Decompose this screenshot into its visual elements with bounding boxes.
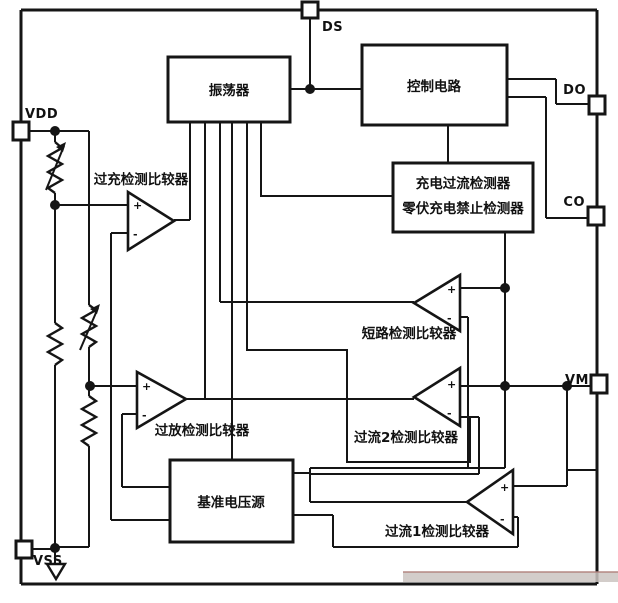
comparator-overcurrent1-label: 过流1检测比较器 [385,523,489,540]
pin-vdd [11,120,31,142]
junction-dot [500,381,510,391]
scan-band [403,572,618,582]
overcurrent2-minus-sign: - [447,407,452,420]
block-charge-detector [391,161,535,234]
pin-vss-label: VSS [33,554,63,569]
comparators: + - 过充检测比较器 + - 过放检测比较器 + - 短路检测比较器 + - … [94,171,515,540]
wire-overcharge-minus [110,232,170,521]
pin-do [587,94,607,116]
junction-dot [50,126,60,136]
pin-vss [14,539,34,560]
pin-ds [300,0,320,20]
overcurrent1-minus-sign: - [500,513,505,526]
comparator-overcurrent2-label: 过流2检测比较器 [354,429,458,446]
resistor-arrowhead-icon [90,304,100,314]
overcharge-plus-sign: + [133,199,142,212]
bus-overcharge-out [174,122,191,221]
ground-icon [44,562,68,582]
pin-co [586,205,606,227]
wire-overdischarge-minus [121,413,170,488]
comparator-overcurrent2 [411,365,462,429]
pin-vm [589,373,609,395]
resistor-arrow [79,307,99,351]
overcurrent2-plus-sign: + [447,378,456,391]
comparator-overcharge [126,189,177,253]
junction-dot [50,543,60,553]
resistor-arrowhead-icon [56,142,66,152]
wire-short-minus [460,316,469,468]
comparator-overcurrent1 [464,467,515,537]
wire-co [507,96,588,219]
junction-dot [500,283,510,293]
resistor-arrow [45,145,65,191]
comparator-overdischarge [135,369,189,431]
block-oscillator [166,55,292,124]
short-circuit-plus-sign: + [447,283,456,296]
pin-vm-label: VM [565,373,589,388]
overdischarge-minus-sign: - [142,409,147,422]
wire-oc1-minus [293,514,519,548]
bus-6-detector-input [260,122,393,197]
overdischarge-plus-sign: + [142,380,151,393]
wiring [29,18,597,564]
pin-co-label: CO [563,195,585,210]
junction-dot [50,200,60,210]
blocks: 振荡器 控制电路 充电过流检测器 零伏充电禁止检测器 基准电压源 [166,43,535,544]
comparator-overdischarge-label: 过放检测比较器 [155,422,250,439]
resistor-zigzag [45,322,65,366]
short-circuit-minus-sign: - [447,312,452,325]
comparator-overcharge-label: 过充检测比较器 [94,171,189,188]
pin-do-label: DO [563,83,586,98]
block-charge-detector-label-2: 零伏充电禁止检测器 [401,200,524,217]
wire-reference-bus [293,467,505,502]
block-voltage-reference [168,458,295,544]
block-oscillator-label: 振荡器 [209,82,250,99]
pins: DS VDD VSS DO CO VM [11,0,609,569]
junctions [50,84,572,553]
junction-dot [305,84,315,94]
comparator-short-circuit [411,272,462,334]
block-charge-detector-label-1: 充电过流检测器 [416,175,511,192]
junction-dot [562,381,572,391]
bus-5-overcurrent2-minus [246,122,480,474]
resistors [45,141,100,447]
block-control-circuit-label: 控制电路 [407,78,461,95]
overcharge-minus-sign: - [133,228,138,241]
block-control-circuit [360,43,509,127]
comparator-short-circuit-label: 短路检测比较器 [362,325,457,342]
resistor-zigzag [79,395,99,447]
junction-dot [85,381,95,391]
wire-divider-b [55,131,90,548]
pin-ds-label: DS [322,20,343,35]
wire-do [507,78,589,105]
scan-artifact [403,571,618,582]
wire-oc1-plus [513,386,597,487]
block-voltage-reference-label: 基准电压源 [197,494,265,511]
pin-vdd-label: VDD [25,107,58,122]
overcurrent1-plus-sign: + [500,481,509,494]
